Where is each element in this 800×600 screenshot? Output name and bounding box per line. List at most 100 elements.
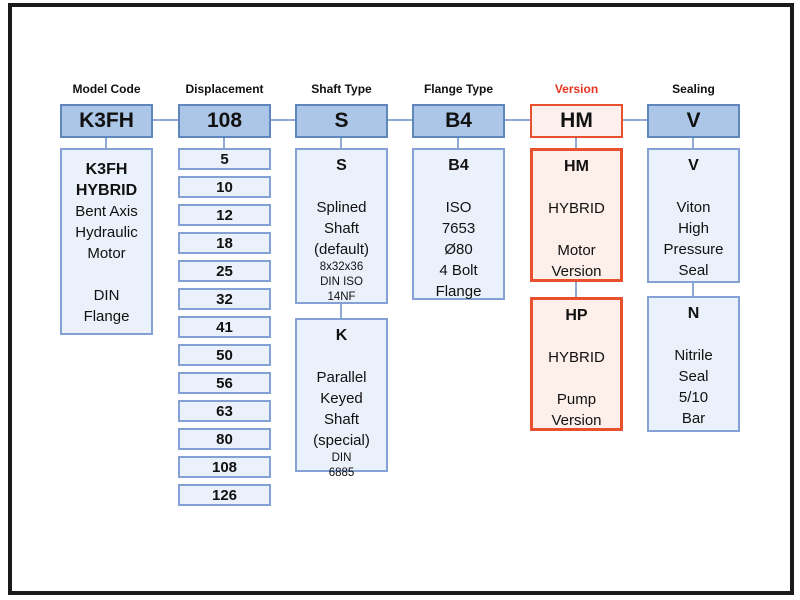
info-line: (special) bbox=[313, 432, 370, 449]
info-line: Keyed bbox=[320, 390, 363, 407]
info-line: Motor bbox=[557, 242, 596, 259]
value-box: 126 bbox=[178, 484, 271, 506]
info-line: 5/10 bbox=[678, 389, 709, 406]
value-box: 5 bbox=[178, 148, 271, 170]
column-flange-type: Flange Type B4 B4 ISO 7653 Ø80 4 Bolt Fl… bbox=[412, 0, 505, 600]
info-line: Hydraulic bbox=[75, 224, 138, 241]
column-label: Version bbox=[554, 82, 599, 96]
value-box: 12 bbox=[178, 204, 271, 226]
info-line bbox=[297, 176, 386, 197]
info-line: 7653 bbox=[441, 220, 476, 237]
info-line: HP bbox=[565, 307, 588, 324]
info-line bbox=[533, 368, 620, 389]
info-line: (default) bbox=[313, 241, 370, 258]
connector-line bbox=[692, 281, 694, 298]
info-line bbox=[297, 346, 386, 367]
column-displacement: Displacement 108 5 10 12 18 25 32 41 50 … bbox=[178, 0, 271, 600]
header-connector-line bbox=[106, 119, 694, 121]
info-line: S bbox=[336, 157, 347, 174]
column-label: Sealing bbox=[672, 82, 715, 96]
value-box: 10 bbox=[178, 176, 271, 198]
info-line bbox=[533, 177, 620, 198]
connector-line bbox=[340, 136, 342, 150]
info-line: Flange bbox=[435, 283, 482, 300]
value-box: 63 bbox=[178, 400, 271, 422]
header-box-flange-type: B4 bbox=[412, 104, 505, 138]
info-line: N bbox=[687, 305, 700, 322]
info-line: K3FH bbox=[85, 161, 128, 178]
info-line: Pump bbox=[556, 391, 597, 408]
info-line: HM bbox=[564, 158, 589, 175]
header-box-displacement: 108 bbox=[178, 104, 271, 138]
info-line: 6885 bbox=[328, 467, 355, 479]
info-box-nitrile-seal: N Nitrile Seal 5/10 Bar bbox=[647, 296, 740, 432]
info-line: Seal bbox=[678, 262, 709, 279]
info-line bbox=[649, 176, 738, 197]
header-box-shaft-type: S bbox=[295, 104, 388, 138]
info-box-k3fh: K3FH HYBRID Bent Axis Hydraulic Motor DI… bbox=[60, 148, 153, 335]
info-line: 14NF bbox=[327, 291, 356, 303]
connector-line bbox=[457, 136, 459, 150]
info-line bbox=[533, 219, 620, 240]
info-line: Bent Axis bbox=[75, 203, 138, 220]
info-line: Motor bbox=[87, 245, 126, 262]
info-line bbox=[649, 324, 738, 345]
header-box-model-code: K3FH bbox=[60, 104, 153, 138]
column-shaft-type: Shaft Type S S Splined Shaft (default) 8… bbox=[295, 0, 388, 600]
info-box-motor-version: HM HYBRID Motor Version bbox=[530, 148, 623, 282]
header-box-sealing: V bbox=[647, 104, 740, 138]
connector-line bbox=[575, 280, 577, 299]
info-line: Version bbox=[551, 263, 602, 280]
connector-line bbox=[105, 136, 107, 150]
info-box-viton-seal: V Viton High Pressure Seal bbox=[647, 148, 740, 283]
column-label: Model Code bbox=[72, 82, 141, 96]
info-line bbox=[62, 264, 151, 285]
info-box-b4-flange: B4 ISO 7653 Ø80 4 Bolt Flange bbox=[412, 148, 505, 300]
header-box-version: HM bbox=[530, 104, 623, 138]
value-box: 25 bbox=[178, 260, 271, 282]
info-box-keyed-shaft: K Parallel Keyed Shaft (special) DIN 688… bbox=[295, 318, 388, 479]
info-line: ISO bbox=[445, 199, 472, 216]
info-line: Shaft bbox=[323, 220, 360, 237]
info-line: Parallel bbox=[316, 369, 367, 386]
info-line: Pressure bbox=[663, 241, 724, 258]
info-line: K bbox=[335, 327, 348, 344]
column-model-code: Model Code K3FH K3FH HYBRID Bent Axis Hy… bbox=[60, 0, 153, 600]
info-line: HYBRID bbox=[548, 349, 605, 366]
info-line: DIN bbox=[331, 452, 352, 464]
connector-line bbox=[692, 136, 694, 150]
value-box: 108 bbox=[178, 456, 271, 478]
info-line: Viton bbox=[676, 199, 711, 216]
outer-frame bbox=[8, 3, 794, 595]
value-box: 56 bbox=[178, 372, 271, 394]
value-box: 50 bbox=[178, 344, 271, 366]
column-label: Flange Type bbox=[423, 82, 494, 96]
column-label: Displacement bbox=[185, 82, 264, 96]
info-line: Flange bbox=[83, 308, 130, 325]
info-line bbox=[533, 326, 620, 347]
info-line: Bar bbox=[681, 410, 706, 427]
info-line: Splined bbox=[316, 199, 367, 216]
info-line bbox=[414, 176, 503, 197]
info-line: 4 Bolt bbox=[439, 262, 478, 279]
connector-line bbox=[223, 136, 225, 150]
column-version: Version HM HM HYBRID Motor Version HP HY… bbox=[530, 0, 623, 600]
column-label: Shaft Type bbox=[311, 82, 372, 96]
value-box: 32 bbox=[178, 288, 271, 310]
connector-line bbox=[340, 302, 342, 320]
info-line: B4 bbox=[448, 157, 469, 174]
info-line: Seal bbox=[678, 368, 709, 385]
column-sealing: Sealing V V Viton High Pressure Seal N N… bbox=[647, 0, 740, 600]
info-line: V bbox=[688, 157, 699, 174]
info-line: DIN bbox=[93, 287, 120, 304]
info-line: Ø80 bbox=[444, 241, 473, 258]
value-box: 18 bbox=[178, 232, 271, 254]
info-line: HYBRID bbox=[75, 182, 138, 199]
info-line: Nitrile bbox=[674, 347, 713, 364]
info-box-splined-shaft: S Splined Shaft (default) 8x32x36 DIN IS… bbox=[295, 148, 388, 304]
value-box: 80 bbox=[178, 428, 271, 450]
info-line: Version bbox=[551, 412, 602, 429]
info-line: Shaft bbox=[323, 411, 360, 428]
info-line: 8x32x36 bbox=[319, 261, 364, 273]
